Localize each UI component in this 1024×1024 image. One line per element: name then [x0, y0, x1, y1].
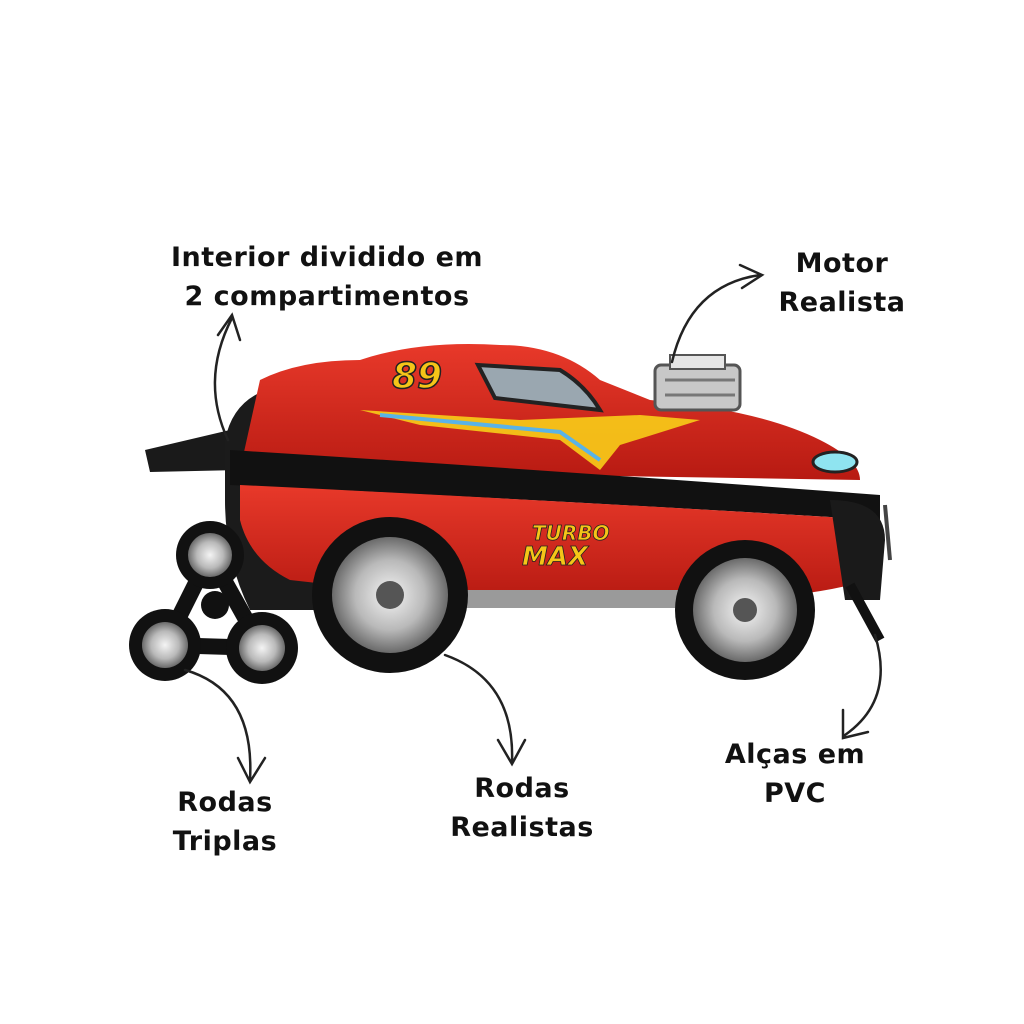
arrow-realistic: [443, 653, 527, 767]
callout-line: Interior dividido em: [170, 242, 484, 273]
callout-realistic-wheels: Rodas Realistas: [450, 769, 594, 847]
callout-interior: Interior dividido em 2 compartimentos: [171, 238, 483, 316]
callout-line: Rodas: [474, 773, 570, 804]
logo-max: MAX: [522, 542, 590, 572]
car-window: [474, 362, 604, 413]
callout-arrows: [183, 263, 882, 785]
pvc-strap: [845, 582, 885, 643]
callout-motor: Motor Realista: [778, 244, 905, 322]
callout-line: Triplas: [172, 826, 278, 857]
callout-line: Motor: [795, 248, 889, 279]
trolley-handle: [145, 430, 240, 472]
arrow-motor: [670, 263, 765, 364]
headlight: [811, 450, 859, 474]
rear-wheel: [312, 517, 468, 673]
lightning-stripe: [360, 410, 700, 470]
callout-line: PVC: [763, 778, 826, 809]
callout-line: Realista: [778, 287, 906, 318]
number-decal: 89: [392, 356, 442, 397]
logo-turbo: TURBO: [532, 521, 610, 545]
callout-line: Alças em: [724, 739, 866, 770]
zipper-band: [230, 450, 880, 520]
front-wheel: [675, 540, 815, 680]
callout-line: 2 compartimentos: [184, 281, 470, 312]
callout-pvc-straps: Alças em PVC: [725, 735, 865, 813]
callout-line: Realistas: [450, 812, 594, 843]
callout-triple-wheels: Rodas Triplas: [173, 783, 277, 861]
arrow-triple: [183, 668, 267, 785]
arrow-pvc: [841, 633, 882, 740]
engine-decoration: [653, 354, 742, 412]
arrow-interior: [213, 312, 242, 442]
triple-wheels: [129, 521, 298, 684]
callout-line: Rodas: [177, 787, 273, 818]
car-body-upper: [240, 344, 860, 480]
